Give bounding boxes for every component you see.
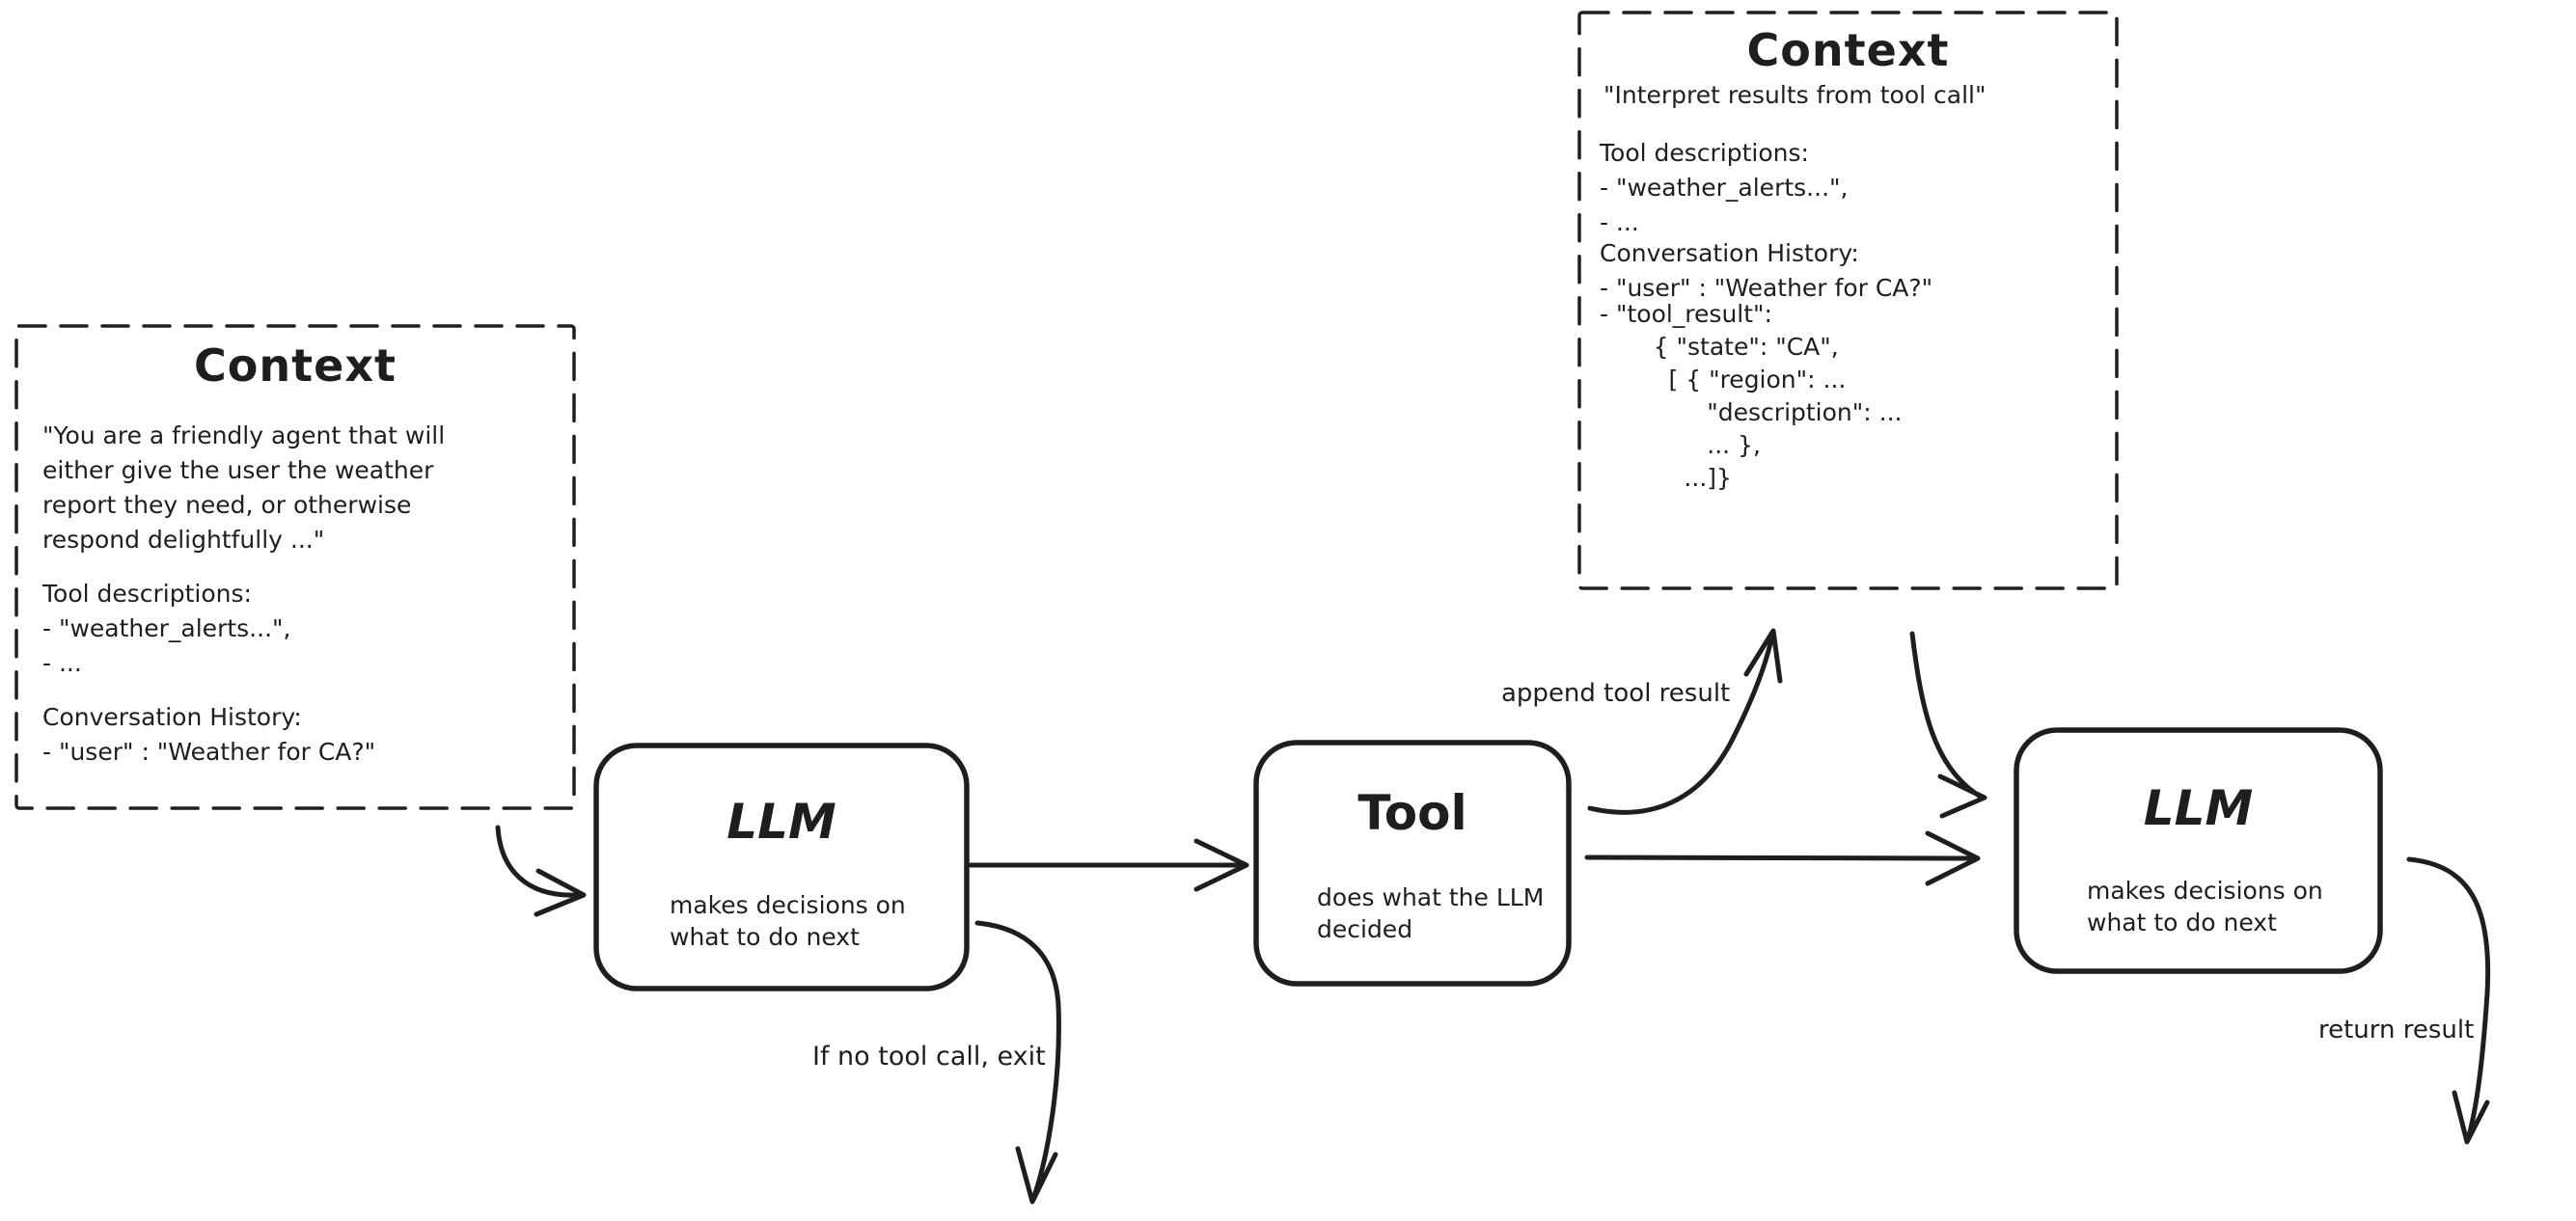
- arrow-llm2-return-result: [2406, 856, 2491, 1145]
- tool-node-title: Tool: [1357, 785, 1467, 841]
- llm-node-1-border: [593, 743, 970, 991]
- llm-node-2-title: LLM: [2143, 780, 2254, 836]
- edge-label-return-result: return result: [2318, 1016, 2475, 1045]
- arrow-tool-to-llm2: [1584, 830, 1981, 886]
- context-box-right-border: [1577, 11, 2119, 590]
- llm-node-2-subtitle: makes decisions on what to do next: [2087, 877, 2323, 936]
- tool-node-border: [1253, 740, 1572, 987]
- arrow-context-left-to-llm1: [495, 825, 587, 917]
- context-right-conversation-history: Conversation History: - "user" : "Weathe…: [1600, 239, 1933, 302]
- llm-node-2: LLM makes decisions on what to do next: [2016, 730, 2380, 971]
- edge-label-append-tool-result: append tool result: [1501, 679, 1731, 708]
- context-left-title: Context: [194, 339, 397, 392]
- llm-node-1-title: LLM: [726, 794, 836, 850]
- arrow-llm1-to-tool: [968, 838, 1249, 892]
- tool-node: Tool does what the LLM decided: [1256, 743, 1569, 984]
- llm-node-2-border: [2014, 727, 2383, 974]
- context-left-tool-descriptions: Tool descriptions: - "weather_alerts..."…: [42, 580, 291, 677]
- context-box-left: Context "You are a friendly agent that w…: [16, 326, 574, 808]
- context-right-tool-descriptions: Tool descriptions: - "weather_alerts..."…: [1600, 139, 1849, 236]
- context-right-intro: "Interpret results from tool call": [1603, 81, 1987, 109]
- arrow-llm1-exit: [974, 920, 1061, 1205]
- arrow-context-right-to-llm2: [1909, 631, 1987, 819]
- arrow-tool-to-context-right: [1587, 628, 1783, 815]
- context-left-paragraph: "You are a friendly agent that will eith…: [42, 421, 446, 554]
- context-box-right: Context "Interpret results from tool cal…: [1579, 13, 2117, 588]
- context-left-conversation-history: Conversation History: - "user" : "Weathe…: [42, 703, 376, 766]
- edge-label-if-no-tool-call-exit: If no tool call, exit: [812, 1042, 1046, 1072]
- llm-node-1-subtitle: makes decisions on what to do next: [670, 891, 906, 951]
- context-box-left-border: [14, 324, 576, 810]
- tool-node-subtitle: does what the LLM decided: [1317, 883, 1545, 943]
- context-right-tool-result: - "tool_result": { "state": "CA", [ { "r…: [1600, 300, 1903, 492]
- llm-node-1: LLM makes decisions on what to do next: [596, 746, 967, 989]
- context-right-title: Context: [1746, 24, 1950, 76]
